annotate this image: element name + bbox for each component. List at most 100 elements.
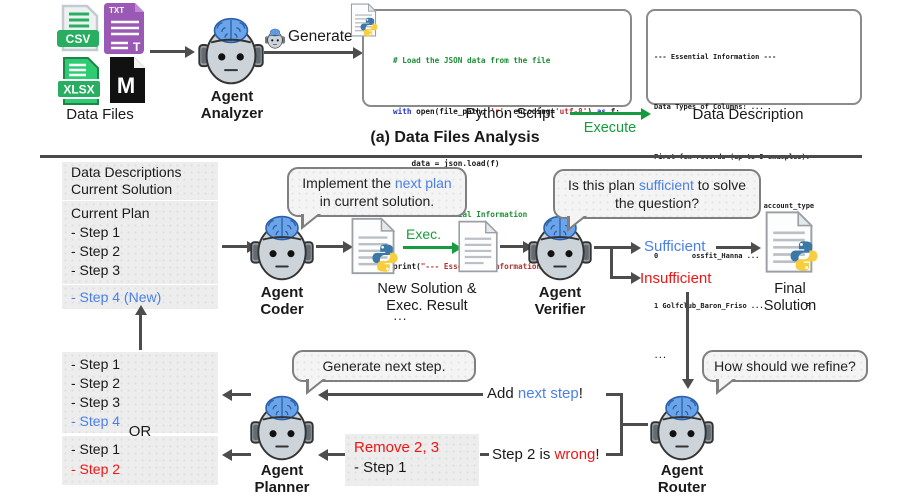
data-description-box xyxy=(646,9,862,105)
code-line: # Load the JSON data from the file xyxy=(393,56,551,65)
verifier-name-line2: Verifier xyxy=(534,301,586,318)
python-script-box xyxy=(362,9,632,107)
final-solution-file-icon xyxy=(762,210,822,276)
xlsx-label: XLSX xyxy=(63,83,94,97)
coder-bubble: Implement the next plan in current solut… xyxy=(287,167,467,230)
insufficient-label: Insufficient xyxy=(640,270,712,287)
csv-label: CSV xyxy=(66,32,91,46)
execute-arrow xyxy=(570,112,642,115)
planner-bubble: Generate next step. xyxy=(292,350,476,395)
xlsx-file-icon: XLSX xyxy=(56,57,102,105)
add-branch-line xyxy=(606,393,622,396)
current-plan-box: Current Plan - Step 1 - Step 2 - Step 3 xyxy=(62,201,218,284)
agent-analyzer-robot xyxy=(198,12,264,86)
remove-line: Remove 2, 3 xyxy=(354,439,440,456)
new-step-line: - Step 4 (New) xyxy=(71,289,162,305)
verifier-branch-stub xyxy=(594,246,612,249)
python-logo-icon xyxy=(370,243,400,273)
arrow-altplan-to-newstep xyxy=(139,314,142,350)
arrow-sufficient-to-final xyxy=(716,246,752,249)
context-box: Data Descriptions Current Solution xyxy=(62,162,218,200)
execute-label: Execute xyxy=(583,120,637,136)
router-name-line2: Router xyxy=(657,479,707,496)
python-script-label: Python Script xyxy=(465,105,555,122)
exec-result-doc-icon xyxy=(457,219,499,274)
plan-line: Current Plan xyxy=(71,205,150,221)
step2-wrong-label: Step 2 is wrong! xyxy=(492,446,600,463)
section-a-title: (a) Data Files Analysis xyxy=(370,129,540,146)
planner-name-line1: Agent xyxy=(260,462,304,479)
markdown-file-icon: M xyxy=(110,57,145,103)
or-label: OR xyxy=(128,423,152,440)
code-line: ... xyxy=(393,313,407,323)
data-description-label: Data Description xyxy=(692,106,804,123)
analyzer-name-line1: Agent xyxy=(210,88,254,105)
python-file-icon xyxy=(350,3,380,43)
arrow-files-to-analyzer xyxy=(150,50,186,53)
verifier-branch-bar xyxy=(610,246,613,279)
generate-label: Generate xyxy=(288,28,353,45)
router-bracket-stub xyxy=(620,423,648,426)
arrow-result-to-verifier xyxy=(500,245,524,248)
planner-name-line2: Planner xyxy=(254,479,310,496)
alt-plan-line: - Step 3 xyxy=(71,394,121,410)
description-line: --- Essential Information --- xyxy=(654,53,777,61)
description-line: 1 Golfclub_Baron_Friso ... F xyxy=(654,301,810,310)
code-line: data = json.load(f) xyxy=(393,158,500,168)
context-line: Data Descriptions xyxy=(71,164,182,180)
newsol-label-line1: New Solution & xyxy=(377,281,477,297)
analyzer-name-line2: Analyzer xyxy=(200,105,264,122)
arrow-insufficient xyxy=(610,276,632,279)
exec-arrow xyxy=(403,246,453,249)
python-logo-icon xyxy=(359,17,379,37)
alt-plan-line: - Step 4 xyxy=(71,413,121,429)
remove-steps-box: Remove 2, 3 - Step 1 xyxy=(345,434,479,486)
txt-file-icon: TXT T xyxy=(104,3,144,54)
txt-t-label: T xyxy=(133,40,141,54)
wrong-branch-dash xyxy=(480,453,489,456)
coder-name-line1: Agent xyxy=(260,284,304,301)
router-name-line1: Agent xyxy=(660,462,704,479)
arrow-planner-to-plan-b xyxy=(231,453,251,456)
arrow-plan-to-coder xyxy=(222,245,248,248)
alt-plan-line: - Step 2 xyxy=(71,461,121,477)
alt-plan-line: - Step 2 xyxy=(71,375,121,391)
plan-line: - Step 2 xyxy=(71,243,121,259)
data-files-label: Data Files xyxy=(66,106,134,123)
sufficient-label: Sufficient xyxy=(644,238,706,255)
context-line: Current Solution xyxy=(71,181,173,197)
final-label-line1: Final xyxy=(774,281,806,297)
wrong-branch-line xyxy=(606,453,622,456)
generate-robot-icon xyxy=(265,27,285,49)
verifier-bubble: Is this plan sufficient to solve the que… xyxy=(553,169,761,232)
alt-plan-line: - Step 1 xyxy=(71,356,121,372)
section-divider xyxy=(40,155,862,158)
arrow-planner-to-plan-a xyxy=(231,393,251,396)
agent-router-robot xyxy=(650,390,714,462)
exec-label: Exec. xyxy=(406,226,442,242)
add-next-step-label: Add next step! xyxy=(487,385,583,402)
arrow-remove-to-planner xyxy=(327,453,345,456)
final-label-line2: Solution xyxy=(763,298,817,314)
description-line: ... xyxy=(654,351,667,360)
txt-label: TXT xyxy=(109,6,124,15)
agent-planner-robot xyxy=(250,390,314,462)
arrow-analyzer-to-script xyxy=(264,51,354,54)
verifier-name-line1: Agent xyxy=(538,284,582,301)
plan-line: - Step 3 xyxy=(71,262,121,278)
python-logo-icon xyxy=(788,240,820,272)
newsol-label-line2: Exec. Result xyxy=(386,298,468,314)
m-label: M xyxy=(117,73,135,98)
alt-plan-a-box: - Step 1 - Step 2 - Step 3 - Step 4 xyxy=(62,352,218,433)
description-line: Data Types of Columns: ... xyxy=(654,102,764,111)
remove-line: - Step 1 xyxy=(354,459,407,476)
alt-plan-b-box: - Step 1 - Step 2 xyxy=(62,436,218,485)
arrow-sufficient xyxy=(610,246,632,249)
arrow-insufficient-to-router xyxy=(686,292,689,380)
arrow-router-to-planner-add xyxy=(327,393,483,396)
coder-name-line2: Coder xyxy=(260,301,304,318)
new-solution-file-icon xyxy=(350,217,406,277)
arrow-coder-to-solution xyxy=(316,245,344,248)
csv-file-icon: CSV xyxy=(57,4,99,52)
